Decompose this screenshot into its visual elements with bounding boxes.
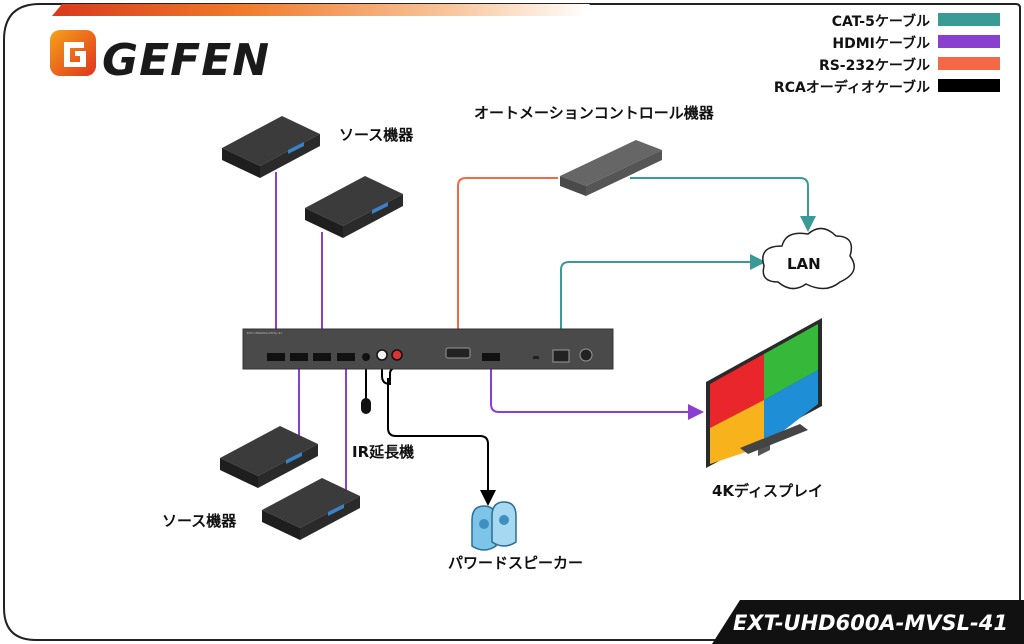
legend-swatch-hdmi: [938, 35, 1000, 48]
legend-swatch-rs232: [938, 57, 1000, 70]
source-device-4: [262, 478, 360, 540]
label-source-top: ソース機器: [339, 126, 414, 144]
gefen-logo: GEFEN: [50, 30, 270, 86]
legend-label-cat5: CAT-5ケーブル: [832, 13, 930, 30]
display-quadrant-2: [764, 324, 818, 400]
4k-display: [706, 318, 822, 468]
hdmi-out-port: [482, 353, 500, 361]
cat5-cable-automation: [630, 177, 816, 232]
label-ir: IR延長機: [352, 443, 414, 461]
source-device-3: [220, 426, 318, 488]
legend-label-hdmi: HDMIケーブル: [832, 35, 930, 52]
display-quadrant-1: [710, 354, 764, 428]
lan-cloud: [762, 227, 855, 290]
page-frame: [3, 3, 1021, 641]
ir-port: [362, 353, 370, 361]
label-automation: オートメーションコントロール機器: [474, 104, 715, 122]
hdmi-in-3-port: [313, 353, 331, 361]
hdmi-cable-display: [490, 358, 704, 420]
hdmi-in-2-port: [290, 353, 308, 361]
legend-swatch-cat5: [938, 13, 1000, 26]
legend-label-rca: RCAオーディオケーブル: [774, 79, 930, 96]
logo-text: GEFEN: [102, 35, 270, 86]
powered-speakers: [471, 501, 517, 551]
header-accent-bar: [52, 4, 590, 16]
source-device-2: [305, 176, 403, 238]
hdmi-in-4-port: [337, 353, 355, 361]
rs232-port: [445, 347, 471, 359]
power-port: [579, 348, 593, 362]
label-speaker: パワードスピーカー: [448, 554, 583, 572]
logo-mark-icon: [50, 30, 96, 76]
automation-controller: [560, 140, 662, 196]
svg-text:EXT-UHD600A-MVSL-41: EXT-UHD600A-MVSL-41: [247, 331, 282, 335]
rca-cable-speaker: [387, 378, 496, 506]
source-device-1: [222, 116, 320, 178]
model-number: EXT-UHD600A-MVSL-41: [733, 611, 1008, 635]
legend: CAT-5ケーブル HDMIケーブル RS-232ケーブル RCAオーディオケー…: [774, 13, 1000, 96]
label-source-bottom: ソース機器: [162, 512, 237, 530]
extender-unit: EXT-UHD600A-MVSL-41: [242, 328, 614, 370]
ir-extender: [361, 398, 371, 414]
rca-red-port: [391, 349, 403, 361]
rca-white-port: [376, 349, 388, 361]
model-badge: EXT-UHD600A-MVSL-41: [712, 600, 1024, 644]
legend-swatch-rca: [938, 79, 1000, 92]
rs232-cable: [457, 177, 558, 352]
display-quadrant-4: [764, 370, 818, 446]
hdmi-in-1-port: [267, 353, 285, 361]
label-lan: LAN: [787, 255, 821, 273]
label-display: 4Kディスプレイ: [712, 482, 823, 500]
cat5-cable-lan: [560, 254, 766, 356]
lan-port: [552, 349, 570, 363]
legend-label-rs232: RS-232ケーブル: [819, 57, 930, 74]
